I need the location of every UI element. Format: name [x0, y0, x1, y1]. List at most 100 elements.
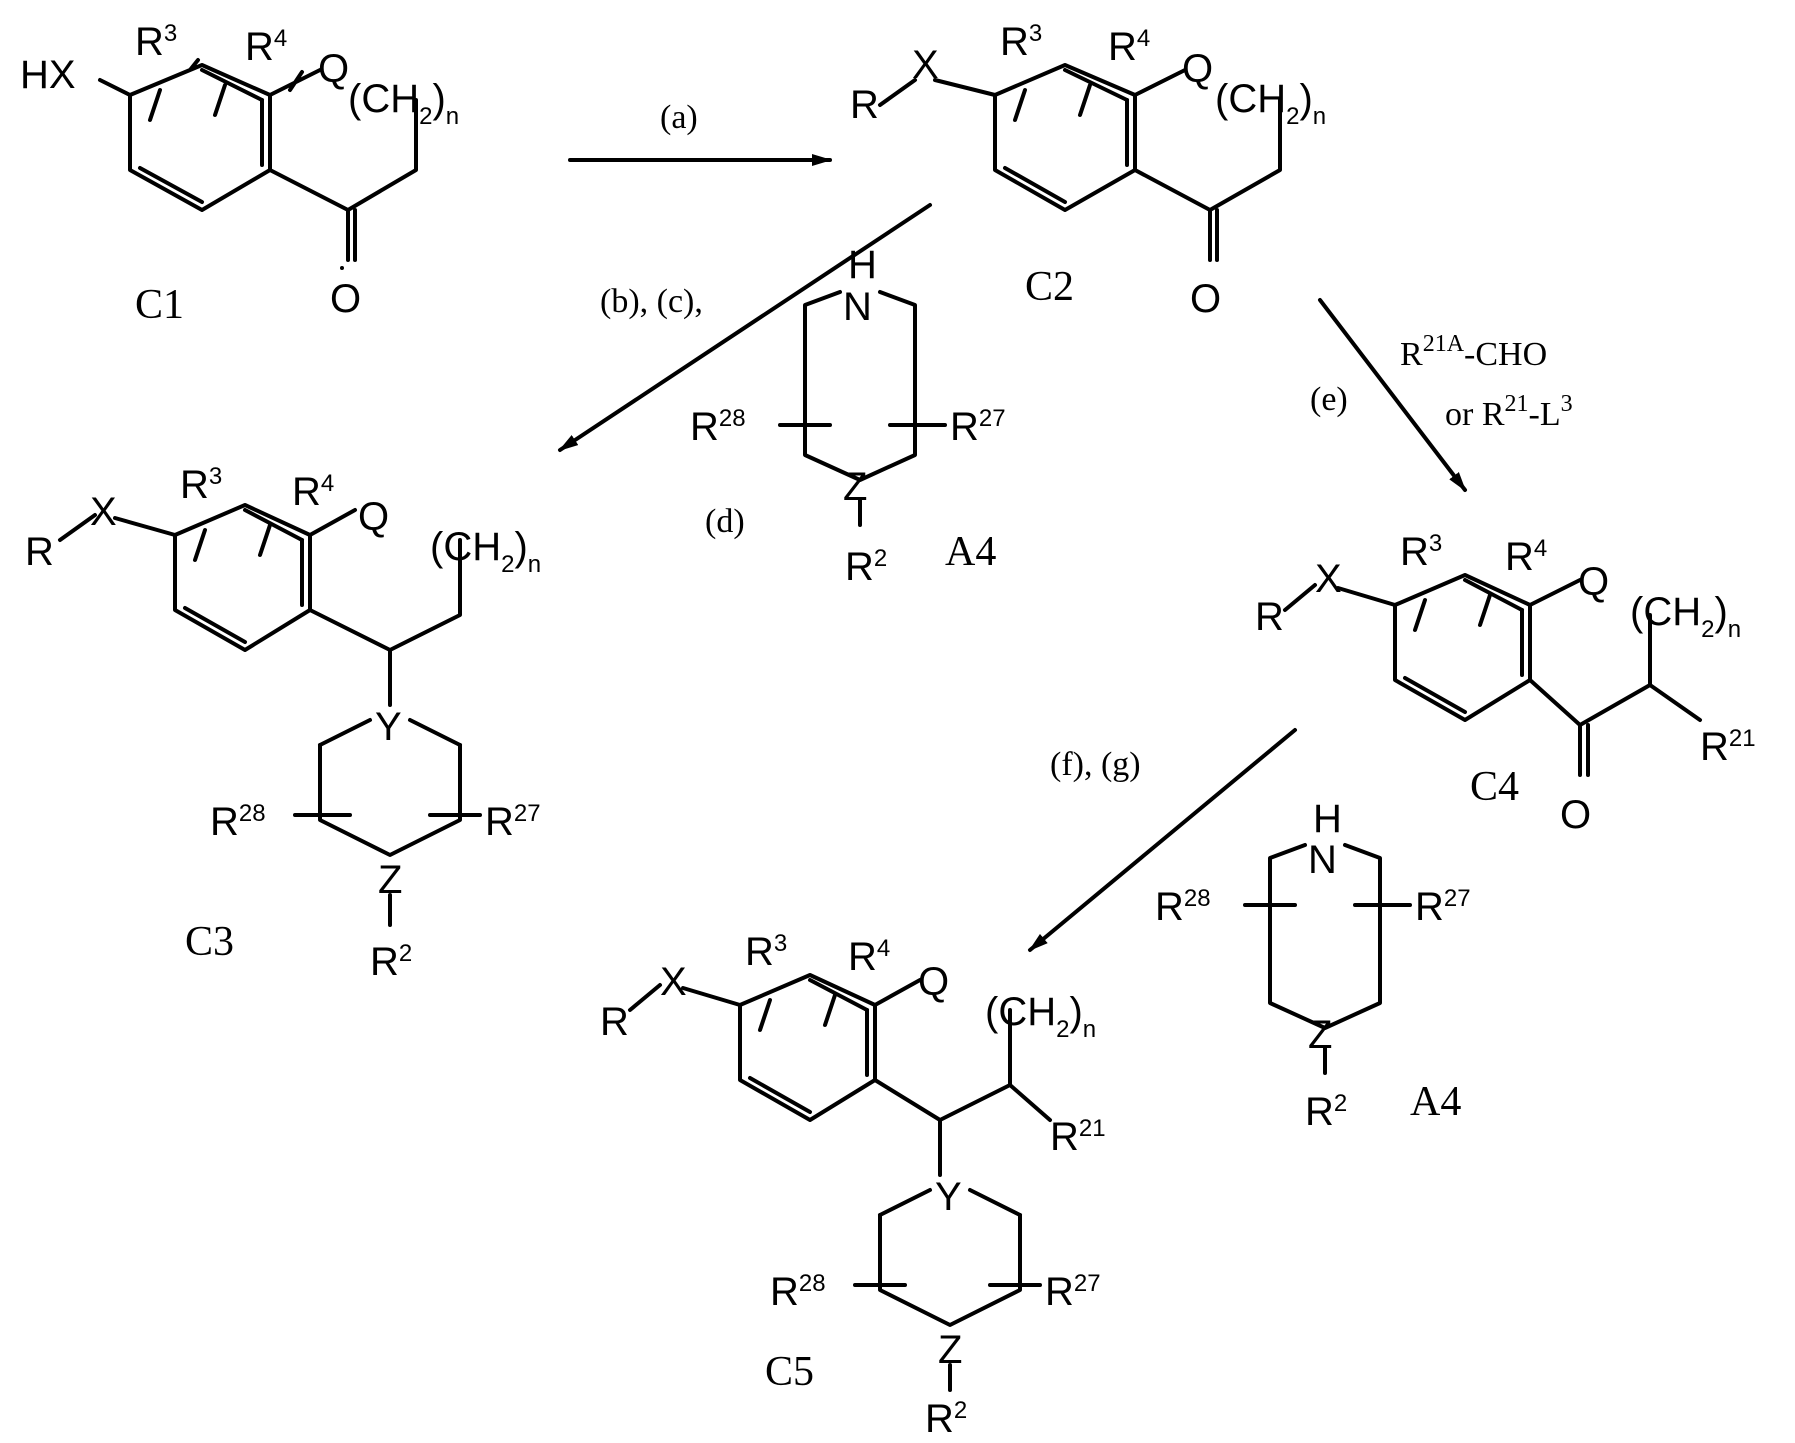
c2-r4-bond — [1080, 85, 1090, 115]
c3-label: C3 — [185, 919, 234, 965]
c3-ch2n: (CH2)n — [430, 525, 541, 578]
c1-r3: R3 — [135, 20, 177, 64]
c1-label: C1 — [135, 282, 184, 328]
c5-r4: R4 — [848, 935, 890, 979]
c2-carbonyl-o: O — [1190, 277, 1221, 321]
a4-bottom-r28: R28 — [1155, 885, 1211, 929]
c3-r2: R2 — [370, 940, 412, 984]
c3-z: Z — [378, 858, 402, 902]
c1-double-bond — [202, 70, 262, 100]
c5-ring-bond-left — [880, 1190, 930, 1215]
c4-r: R — [1255, 595, 1284, 639]
condition-d: (d) — [705, 503, 745, 540]
c1-carbonyl-o: O — [330, 277, 361, 321]
a4-top-h: H — [848, 243, 877, 287]
c2-x: X — [912, 43, 939, 87]
c2-r3-bond — [1015, 90, 1025, 120]
c2-r3: R3 — [1000, 20, 1042, 64]
a4-bottom-h: H — [1313, 797, 1342, 841]
a4-top-r28: R28 — [690, 405, 746, 449]
c4-ch2n: (CH2)n — [1630, 590, 1741, 643]
compound-c3: R X R3 R4 Q (CH2)n Y Z R28 R27 R2 C3 — [25, 463, 541, 984]
c2-x-bond — [935, 80, 995, 95]
c2-r: R — [850, 83, 879, 127]
c3-double-bond — [245, 510, 302, 540]
c1-hx: HX — [20, 53, 76, 97]
a4-bottom-r27: R27 — [1415, 885, 1471, 929]
c2-label: C2 — [1025, 264, 1074, 310]
c3-r28: R28 — [210, 800, 266, 844]
compound-c2: R X R3 R4 Q (CH2)n O C2 — [850, 20, 1326, 321]
c5-r-bond — [630, 985, 660, 1010]
c3-r4: R4 — [292, 470, 334, 514]
condition-aldehyde: R21A-CHO — [1400, 331, 1547, 373]
condition-e: (e) — [1310, 381, 1348, 418]
c2-r4: R4 — [1108, 25, 1150, 69]
c3-r3-bond — [195, 530, 205, 560]
c4-label: C4 — [1470, 764, 1519, 810]
c4-q: Q — [1578, 560, 1609, 604]
c4-r3: R3 — [1400, 530, 1442, 574]
compound-c5: R X R3 R4 Q (CH2)n R21 Y Z R28 R27 R2 C5 — [600, 930, 1106, 1441]
c2-r-bond — [880, 80, 915, 105]
c3-x: X — [90, 490, 117, 534]
c3-ring-bond-right — [410, 720, 460, 745]
c3-r27: R27 — [485, 800, 541, 844]
c5-double-bond — [810, 980, 867, 1010]
c3-r3: R3 — [180, 463, 222, 507]
c4-x: X — [1315, 557, 1342, 601]
reagent-a4-bottom: H N Z R28 R27 R2 A4 — [1155, 797, 1471, 1134]
a4-top-z: Z — [843, 465, 867, 509]
c5-r3: R3 — [745, 930, 787, 974]
c3-ring-bond-left — [320, 720, 370, 745]
c2-q: Q — [1182, 47, 1213, 91]
condition-alkyl: or R21-L3 — [1445, 391, 1573, 433]
c2-double-bond — [1065, 70, 1127, 100]
c5-r28: R28 — [770, 1270, 826, 1314]
condition-bc: (b), (c), — [600, 283, 703, 320]
c3-x-bond — [115, 518, 175, 535]
condition-a: (a) — [660, 99, 698, 136]
c5-r3-bond — [760, 1000, 770, 1030]
c5-r27: R27 — [1045, 1270, 1101, 1314]
c2-ch2n: (CH2)n — [1215, 77, 1326, 130]
c5-x: X — [660, 960, 687, 1004]
c4-r21: R21 — [1700, 725, 1756, 769]
a4-top-n: N — [843, 285, 872, 329]
c5-x-bond — [683, 988, 740, 1005]
c5-r: R — [600, 1000, 629, 1044]
c3-r4-bond — [260, 525, 270, 555]
a4-bottom-n: N — [1308, 838, 1337, 882]
c5-r21: R21 — [1050, 1115, 1106, 1159]
c5-ch2n: (CH2)n — [985, 990, 1096, 1043]
c5-label: C5 — [765, 1349, 814, 1395]
compound-c1: HX R3 R4 Q (CH2)n O C1 — [20, 20, 459, 328]
c4-carbonyl-o: O — [1560, 793, 1591, 837]
c1-hx-bond — [100, 80, 130, 95]
c1-r4: R4 — [245, 25, 287, 69]
c4-r-bond — [1285, 585, 1315, 610]
c3-y: Y — [375, 705, 402, 749]
c5-ring-bond-right — [970, 1190, 1020, 1215]
c3-r: R — [25, 530, 54, 574]
a4-bottom-label: A4 — [1410, 1079, 1461, 1125]
c4-x-bond — [1338, 588, 1395, 605]
c4-r4: R4 — [1505, 535, 1547, 579]
a4-top-r27: R27 — [950, 405, 1006, 449]
a4-top-label: A4 — [945, 529, 996, 575]
c1-ch2n: (CH2)n — [348, 77, 459, 130]
c1-r3-bond — [150, 90, 160, 120]
c1-r4-bond — [215, 85, 225, 115]
c5-r2: R2 — [925, 1397, 967, 1441]
c5-q: Q — [918, 960, 949, 1004]
c3-q: Q — [358, 495, 389, 539]
c5-r4-bond — [825, 995, 835, 1025]
a4-bottom-z: Z — [1308, 1013, 1332, 1057]
c4-double-bond — [1465, 580, 1522, 610]
a4-top-r2: R2 — [845, 545, 887, 589]
c5-y: Y — [935, 1175, 962, 1219]
a4-bottom-r2: R2 — [1305, 1090, 1347, 1134]
c4-r3-bond — [1415, 600, 1425, 630]
c4-r4-bond — [1480, 595, 1490, 625]
